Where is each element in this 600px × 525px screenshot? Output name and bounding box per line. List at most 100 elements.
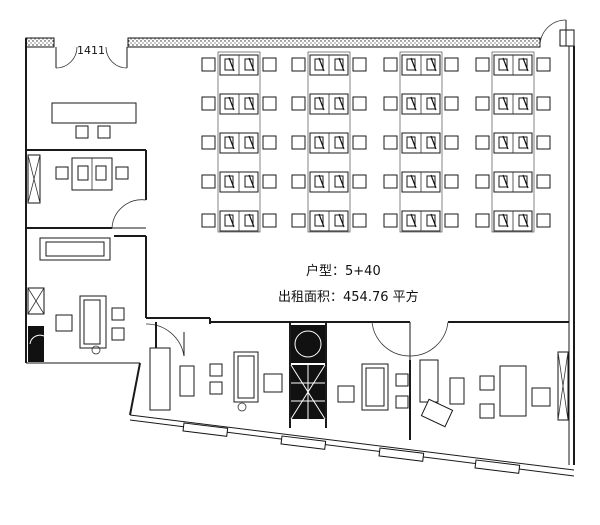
desk-mark: [248, 57, 255, 72]
desk-mark: [228, 57, 235, 72]
desk-mark: [228, 96, 235, 111]
chair: [383, 96, 398, 111]
lower-partitions: [145, 317, 569, 440]
entrance-door: [55, 46, 128, 69]
chair: [352, 57, 367, 72]
chair: [262, 213, 277, 228]
desk-mark: [522, 57, 529, 72]
desk-mark: [502, 213, 509, 228]
manager-office-left: [27, 287, 125, 362]
reception-desk: [51, 102, 137, 139]
chair: [201, 174, 216, 189]
top-wall-hatched-left: [25, 37, 55, 48]
chair: [291, 135, 306, 150]
lower-office-3: [419, 351, 569, 428]
desk-mark: [430, 213, 437, 228]
rental-area-value: 454.76 平方: [343, 290, 419, 305]
desk-mark: [430, 174, 437, 189]
desk-mark: [338, 96, 345, 111]
facade-column: [378, 447, 425, 462]
chair: [475, 213, 490, 228]
top-wall-hatched-right: [127, 37, 541, 48]
desk-mark: [318, 96, 325, 111]
chair: [291, 57, 306, 72]
chair: [291, 213, 306, 228]
cluster-frame: [491, 51, 535, 233]
lower-office-1: [149, 347, 283, 412]
desk-mark: [228, 135, 235, 150]
desk-mark: [338, 57, 345, 72]
desk-mark: [338, 135, 345, 150]
chair: [444, 135, 459, 150]
chair: [201, 213, 216, 228]
meeting-room: [26, 149, 147, 229]
cluster-frame: [217, 51, 261, 233]
chair: [352, 174, 367, 189]
desk-mark: [318, 57, 325, 72]
chair: [444, 96, 459, 111]
desk-mark: [410, 96, 417, 111]
desk-mark: [228, 174, 235, 189]
desk-mark: [318, 174, 325, 189]
desk-mark: [410, 57, 417, 72]
desk-mark: [410, 135, 417, 150]
unit-type-value: 5+40: [345, 264, 381, 279]
desk-mark: [502, 96, 509, 111]
unit-type: 户型：5+40: [306, 260, 381, 279]
chair: [383, 135, 398, 150]
facade-column: [474, 459, 521, 474]
desk-mark: [410, 213, 417, 228]
lounge-area: [39, 235, 147, 318]
chair: [475, 135, 490, 150]
chair: [201, 57, 216, 72]
chair: [536, 213, 551, 228]
chair: [536, 174, 551, 189]
desk-mark: [430, 96, 437, 111]
chair: [262, 96, 277, 111]
cluster-frame: [307, 51, 351, 233]
corner-door: [539, 19, 567, 47]
desk-mark: [430, 135, 437, 150]
chair: [352, 213, 367, 228]
desk-mark: [522, 96, 529, 111]
chair: [536, 57, 551, 72]
facade-columns: [182, 422, 521, 474]
lower-office-2: [337, 363, 409, 411]
room-number: 1411: [77, 44, 105, 57]
desk-mark: [318, 213, 325, 228]
chair: [383, 57, 398, 72]
desk-mark: [248, 174, 255, 189]
chair: [291, 96, 306, 111]
desk-mark: [522, 135, 529, 150]
desk-mark: [228, 213, 235, 228]
unit-type-label: 户型：: [306, 264, 346, 279]
desk-mark: [522, 174, 529, 189]
chair: [352, 96, 367, 111]
desk-mark: [430, 57, 437, 72]
chair: [536, 96, 551, 111]
desk-mark: [248, 135, 255, 150]
desk-mark: [248, 96, 255, 111]
chair: [383, 213, 398, 228]
chair: [444, 57, 459, 72]
top-right-column: [559, 29, 575, 47]
chair: [475, 174, 490, 189]
desk-mark: [502, 174, 509, 189]
chair: [352, 135, 367, 150]
desk-mark: [502, 135, 509, 150]
desk-mark: [248, 213, 255, 228]
chair: [475, 96, 490, 111]
chair: [444, 213, 459, 228]
chair: [262, 135, 277, 150]
facade-column: [280, 435, 327, 450]
desk-mark: [522, 213, 529, 228]
chair: [201, 135, 216, 150]
desk-mark: [338, 174, 345, 189]
chair: [475, 57, 490, 72]
desk-mark: [318, 135, 325, 150]
chair: [444, 174, 459, 189]
open-office-desks: [201, 51, 551, 233]
chair: [536, 135, 551, 150]
desk-mark: [338, 213, 345, 228]
